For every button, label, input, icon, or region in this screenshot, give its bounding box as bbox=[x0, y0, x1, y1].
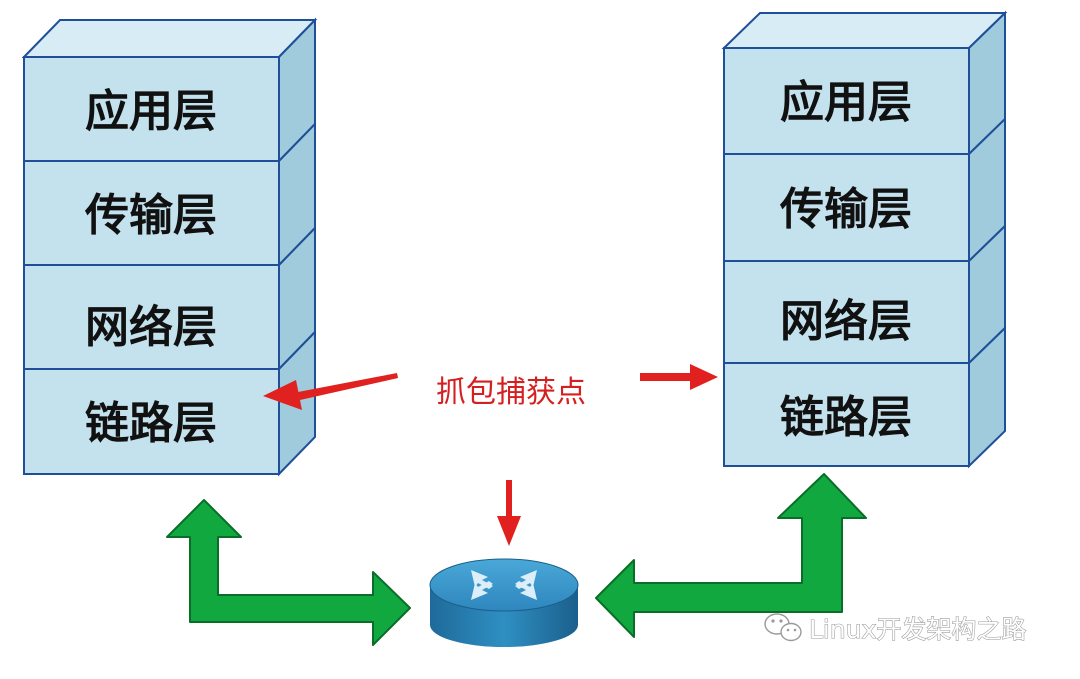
left-layer-link: 链路层 bbox=[23, 329, 316, 477]
layer-label: 应用层 bbox=[85, 86, 217, 137]
flow-arrow-right bbox=[595, 473, 867, 638]
layer-label: 传输层 bbox=[779, 184, 912, 235]
layer-top-face bbox=[721, 12, 1008, 49]
watermark-text: Linux开发架构之路 bbox=[809, 615, 1026, 644]
wechat-icon bbox=[764, 613, 802, 642]
right-layer-network: 网络层 bbox=[723, 223, 1006, 366]
layer-label: 链路层 bbox=[780, 392, 912, 443]
router-arrows-icon bbox=[471, 570, 537, 600]
layer-front-face bbox=[23, 56, 280, 162]
capture-arrow-down bbox=[497, 480, 521, 546]
capture-arrow-left bbox=[263, 373, 398, 410]
capture-point-label: 抓包捕获点 bbox=[436, 375, 586, 410]
router-icon bbox=[429, 558, 579, 647]
layer-front-face bbox=[23, 368, 280, 475]
layer-top-face bbox=[21, 19, 318, 58]
right-layer-link: 链路层 bbox=[723, 325, 1006, 469]
watermark: Linux开发架构之路 bbox=[764, 613, 1027, 645]
layer-front-face bbox=[23, 264, 280, 370]
left-protocol-stack: 应用层 传输层 网络层 链路层 bbox=[21, 17, 318, 477]
capture-arrow-right bbox=[640, 364, 718, 390]
right-layer-transport: 传输层 bbox=[723, 116, 1006, 264]
layer-label: 应用层 bbox=[780, 77, 912, 128]
layer-front-face bbox=[723, 260, 970, 364]
flow-arrow-left bbox=[166, 499, 411, 646]
left-layer-network: 网络层 bbox=[23, 225, 316, 372]
layer-front-face bbox=[723, 47, 970, 155]
layer-front-face bbox=[723, 153, 970, 262]
layer-label: 传输层 bbox=[84, 190, 217, 241]
layer-front-face bbox=[723, 362, 970, 467]
left-layer-application: 应用层 bbox=[21, 17, 318, 164]
layer-label: 网络层 bbox=[85, 302, 217, 353]
right-protocol-stack: 应用层 传输层 网络层 链路层 bbox=[721, 10, 1008, 469]
layer-label: 链路层 bbox=[85, 398, 217, 449]
layer-label: 网络层 bbox=[780, 296, 912, 347]
right-layer-application: 应用层 bbox=[721, 10, 1008, 157]
